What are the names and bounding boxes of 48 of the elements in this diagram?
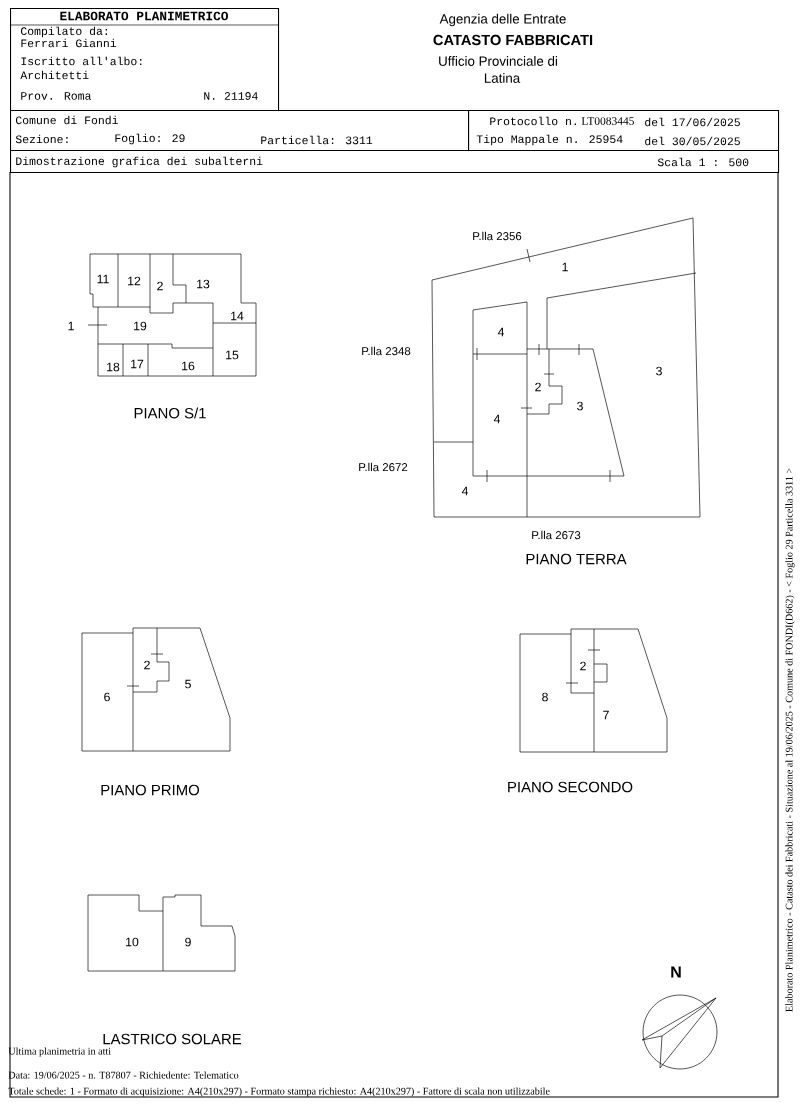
room-number: 13 [197, 279, 210, 289]
room-number: 14 [231, 311, 244, 321]
footer-note: Data: 19/06/2025 - n. T87807 - Richiedente: Telematico [8, 1071, 239, 1079]
room-number: 6 [104, 692, 110, 702]
room-number: 3 [656, 366, 662, 376]
parcel-label: P.lla 2348 [362, 346, 411, 356]
room-number: 15 [226, 350, 239, 360]
title-block-cell: Comune di Fondi Sezione: Foglio: 29 Particella: 3311 [10, 110, 470, 152]
title-block-cell: Dimostrazione grafica dei subalterni Scala 1 : 500 [10, 150, 780, 174]
room-number: 2 [144, 660, 150, 670]
room-number: 4 [497, 327, 505, 337]
room-number: 7 [603, 710, 609, 720]
room-number: 1 [68, 321, 74, 331]
floor-title: PIANO TERRA [526, 553, 627, 565]
room-number: 11 [97, 274, 109, 284]
room-number: 1 [562, 262, 568, 272]
room-number: 9 [185, 937, 191, 947]
parcel-label: P.lla 2356 [473, 231, 522, 241]
room-number: 19 [134, 321, 147, 331]
room-number: 3 [577, 401, 583, 411]
floor-title: PIANO PRIMO [101, 784, 200, 796]
room-number: 2 [535, 382, 541, 392]
parcel-label: P.lla 2673 [532, 530, 581, 540]
room-number: 17 [131, 359, 144, 369]
room-number: 16 [182, 361, 195, 371]
room-number: 8 [542, 692, 548, 702]
title-block-cell: Protocollo n. LT0083445 del 17/06/2025 Tipo Mappale n. 25954 del 30/05/2025 [468, 110, 780, 152]
room-number: 18 [107, 362, 120, 372]
room-number: 10 [126, 937, 139, 947]
title-block-cell: ELABORATO PLANIMETRICO Compilato da: Ferrari Gianni Iscritto all'albo: Architetti Prov. Roma N. 21194 [9, 8, 280, 112]
parcel-label: P.lla 2672 [359, 462, 408, 472]
floor-title: PIANO SECONDO [508, 781, 633, 793]
room-number: 5 [185, 679, 191, 689]
footer-note: Ultima planimetria in atti [8, 1047, 111, 1057]
heading-text: Ufficio Provinciale di [439, 56, 557, 66]
footer-note: Totale schede: 1 - Formato di acquisizione: A4(210x297) - Formato stampa richiesto: A4(210x297) - Fattore di scala non utilizzabile [8, 1087, 550, 1097]
room-number: 12 [128, 276, 141, 286]
room-number: 4 [461, 486, 469, 496]
room-number: 2 [580, 661, 586, 671]
floor-title: PIANO S/1 [134, 407, 206, 419]
heading-text: Agenzia delle Entrate [439, 13, 566, 27]
margin-note: Elaborato Planimetrico - Catasto dei Fabbricati - Situazione al 19/06/2025 - Comune di FONDI(D662) - < Foglio 29 Particella 3311 > [785, 468, 795, 1012]
floor-title: LASTRICO SOLARE [103, 1033, 242, 1045]
heading-text: CATASTO FABBRICATI [433, 34, 593, 46]
room-number: 2 [157, 281, 163, 291]
room-number: 4 [493, 414, 501, 424]
heading-text: Latina [484, 73, 521, 83]
north-letter: N [671, 966, 681, 978]
